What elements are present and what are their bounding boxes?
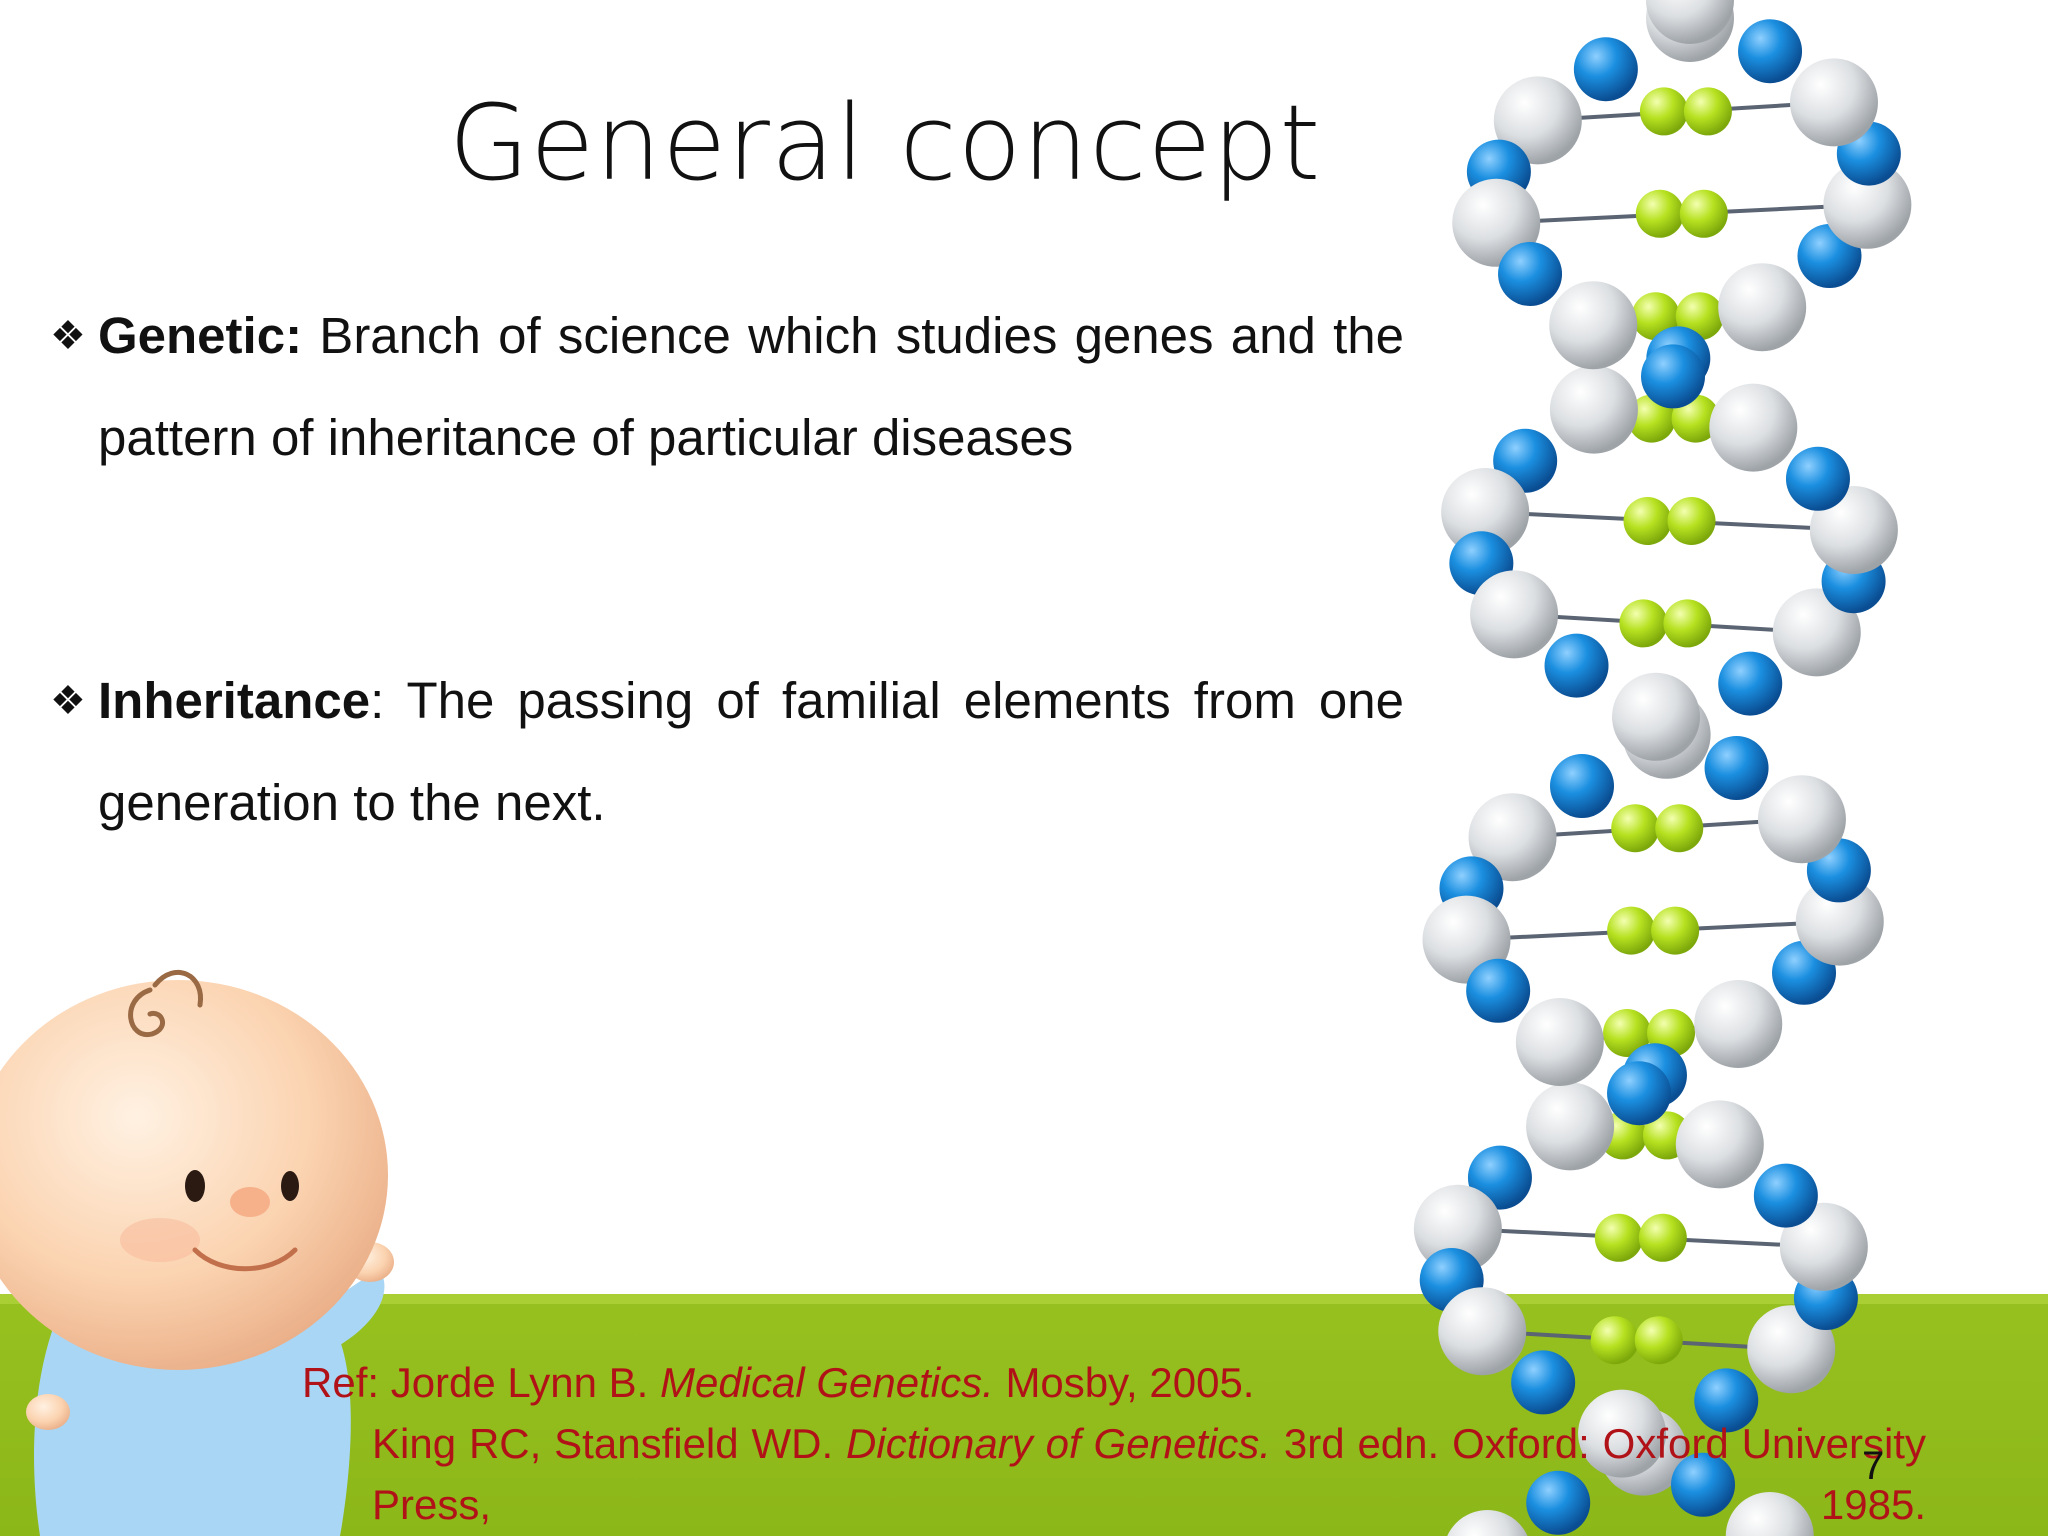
bullet-term: Inheritance bbox=[98, 672, 371, 729]
reference-book-title: Dictionary of Genetics. bbox=[846, 1420, 1271, 1467]
diamond-bullet-icon: ❖ bbox=[50, 314, 86, 358]
reference-text: 3rd edn. Oxford: Oxford University Press… bbox=[372, 1420, 1926, 1528]
slide-title: General concept bbox=[448, 82, 1322, 204]
diamond-bullet-icon: ❖ bbox=[50, 679, 86, 723]
reference-text: Ref: Jorde Lynn B. bbox=[302, 1359, 660, 1406]
bullet-text: Genetic: Branch of science which studies… bbox=[50, 285, 1404, 489]
reference-text: Mosby, 2005. bbox=[993, 1359, 1255, 1406]
dna-helix-illustration bbox=[1413, 0, 1912, 1536]
reference-block: Ref: Jorde Lynn B. Medical Genetics. Mos… bbox=[302, 1352, 1926, 1535]
bullet-definition: : The passing of familial elements from … bbox=[98, 672, 1404, 831]
bullet-text: Inheritance: The passing of familial ele… bbox=[50, 650, 1404, 854]
baby-illustration bbox=[0, 970, 394, 1536]
reference-line-2: King RC, Stansfield WD. Dictionary of Ge… bbox=[302, 1413, 1926, 1535]
bullet-inheritance: ❖ Inheritance: The passing of familial e… bbox=[50, 650, 1404, 854]
page-number: 7 bbox=[1862, 1444, 1885, 1488]
bullet-term: Genetic: bbox=[98, 307, 303, 364]
reference-text: King RC, Stansfield WD. bbox=[372, 1420, 847, 1467]
bullet-genetic: ❖ Genetic: Branch of science which studi… bbox=[50, 285, 1404, 489]
bullet-definition: Branch of science which studies genes an… bbox=[98, 307, 1404, 466]
reference-book-title: Medical Genetics. bbox=[659, 1359, 994, 1406]
reference-line-1: Ref: Jorde Lynn B. Medical Genetics. Mos… bbox=[302, 1352, 1926, 1413]
